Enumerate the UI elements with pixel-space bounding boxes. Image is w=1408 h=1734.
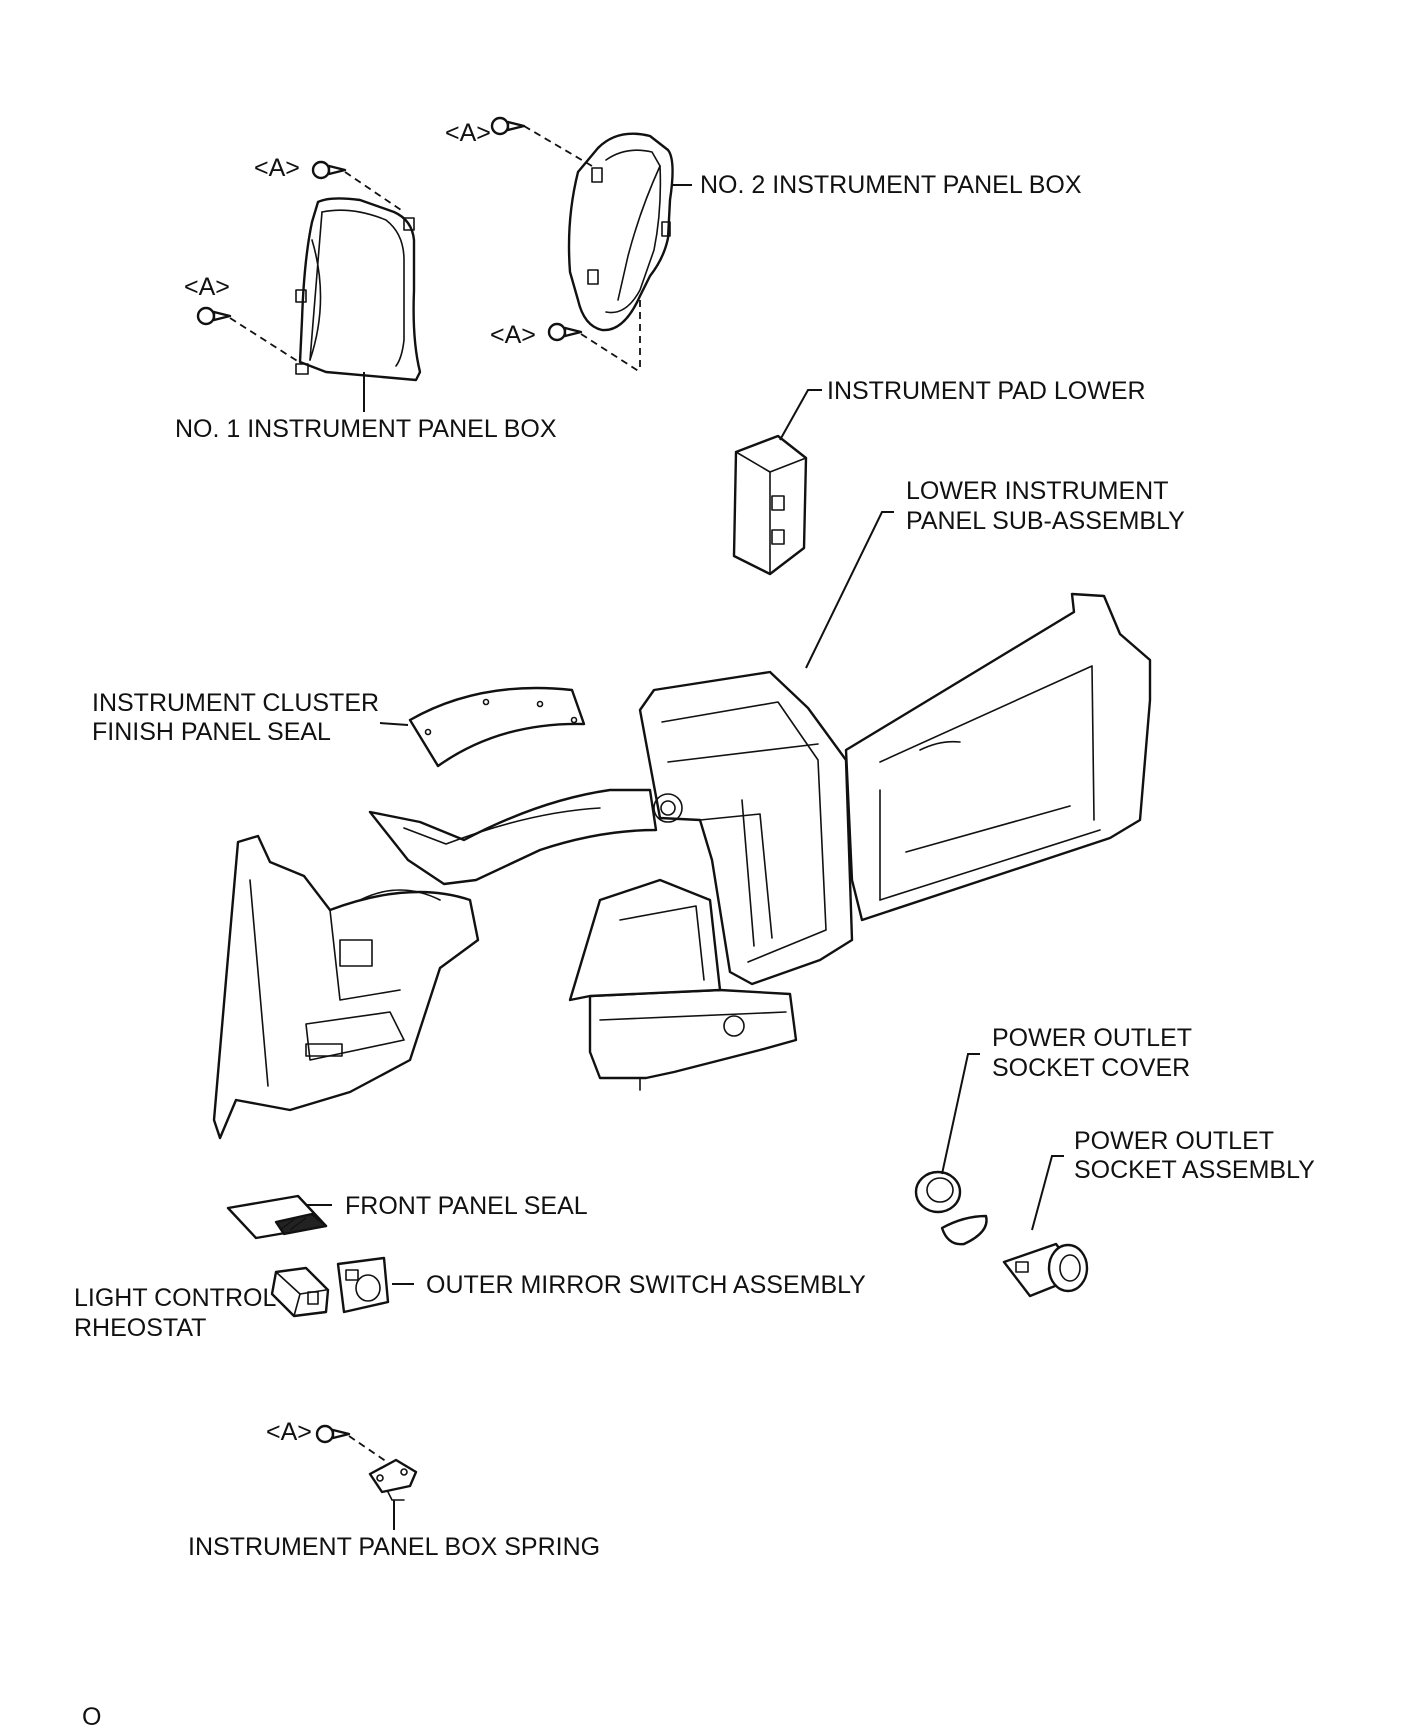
- screw-icon: [196, 306, 232, 326]
- light-control-rheostat: [270, 1266, 330, 1318]
- label-front-panel-seal: FRONT PANEL SEAL: [345, 1192, 588, 1220]
- page-mark: O: [82, 1703, 101, 1731]
- fastener-mark-a: <A>: [490, 321, 536, 349]
- label-lower-instrument-panel-line-1: LOWER INSTRUMENT: [906, 477, 1169, 505]
- label-instrument-panel-box-spring: INSTRUMENT PANEL BOX SPRING: [188, 1533, 600, 1561]
- power-outlet-socket-cover: [914, 1170, 988, 1246]
- box-spring-fastener: [315, 1424, 391, 1465]
- fastener-mark-a: <A>: [184, 273, 230, 301]
- label-instrument-pad-lower: INSTRUMENT PAD LOWER: [827, 377, 1146, 405]
- label-socket-assembly-line-1: POWER OUTLET: [1074, 1127, 1274, 1155]
- label-lower-instrument-panel-line-2: PANEL SUB-ASSEMBLY: [906, 507, 1185, 535]
- power-outlet-socket-assembly: [1002, 1242, 1089, 1298]
- label-no1-instrument-panel-box: NO. 1 INSTRUMENT PANEL BOX: [175, 415, 557, 443]
- screw-icon: [547, 322, 583, 342]
- label-outer-mirror-switch: OUTER MIRROR SWITCH ASSEMBLY: [426, 1271, 866, 1299]
- screw-icon: [490, 116, 526, 136]
- lower-instrument-panel-sub-assembly: [212, 592, 1152, 1140]
- label-socket-cover-line-1: POWER OUTLET: [992, 1024, 1192, 1052]
- label-socket-cover-line-2: SOCKET COVER: [992, 1054, 1190, 1082]
- screw-icon: [315, 1424, 351, 1444]
- screw-icon: [311, 160, 347, 180]
- no2-box-fasteners: [490, 116, 641, 373]
- instrument-cluster-finish-panel-seal: [408, 686, 586, 768]
- fastener-mark-a: <A>: [254, 154, 300, 182]
- front-panel-seal: [226, 1194, 328, 1240]
- fastener-mark-a: <A>: [445, 119, 491, 147]
- instrument-pad-lower: [732, 434, 808, 576]
- label-rheostat-line-1: LIGHT CONTROL: [74, 1284, 276, 1312]
- label-cluster-seal-line-1: INSTRUMENT CLUSTER: [92, 689, 379, 717]
- instrument-panel-box-spring: [368, 1458, 418, 1501]
- label-rheostat-line-2: RHEOSTAT: [74, 1314, 206, 1342]
- outer-mirror-switch-assembly: [336, 1256, 390, 1314]
- label-socket-assembly-line-2: SOCKET ASSEMBLY: [1074, 1156, 1315, 1184]
- fastener-mark-a: <A>: [266, 1418, 312, 1446]
- label-no2-instrument-panel-box: NO. 2 INSTRUMENT PANEL BOX: [700, 171, 1082, 199]
- no1-box-fasteners: [196, 160, 405, 365]
- label-cluster-seal-line-2: FINISH PANEL SEAL: [92, 718, 331, 746]
- no1-instrument-panel-box: [295, 197, 422, 382]
- no2-instrument-panel-box: [567, 132, 674, 332]
